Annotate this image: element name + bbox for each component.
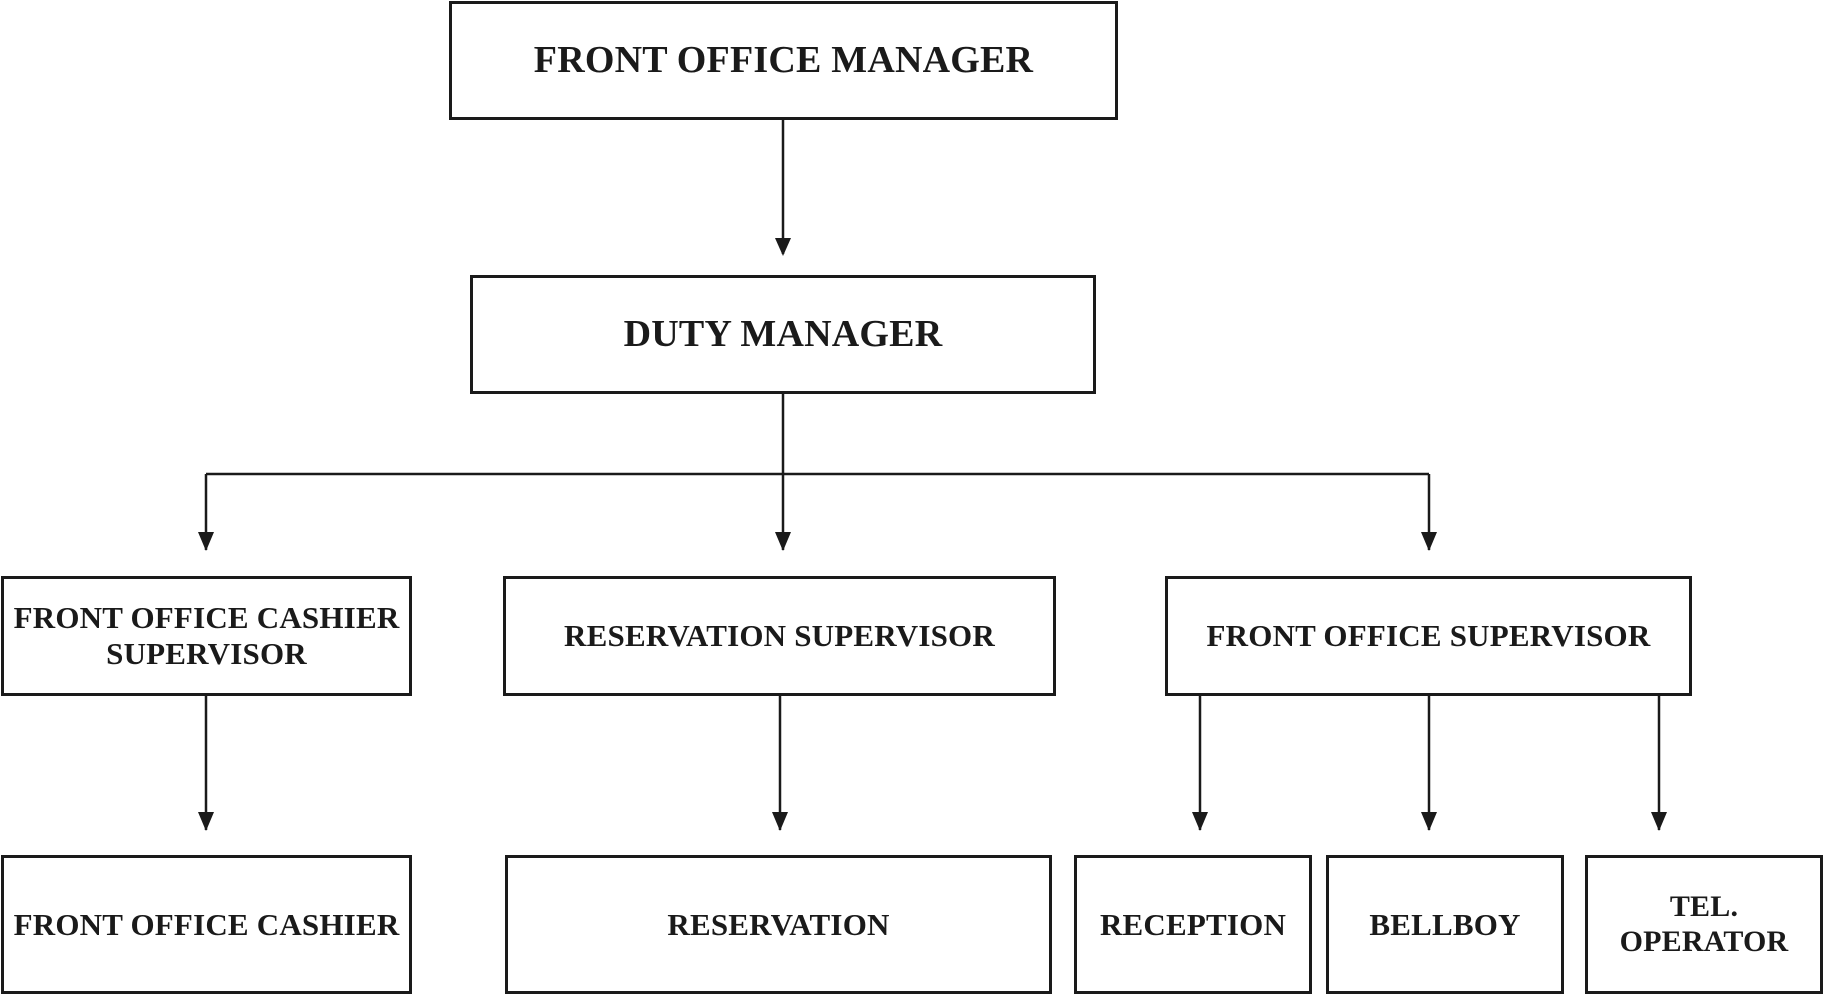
node-front-office-cashier-supervisor: FRONT OFFICE CASHIER SUPERVISOR [1, 576, 412, 696]
arrowhead [198, 812, 214, 831]
node-front-office-supervisor: FRONT OFFICE SUPERVISOR [1165, 576, 1692, 696]
arrowhead [775, 532, 791, 551]
arrowhead [772, 812, 788, 831]
arrowhead [775, 238, 791, 256]
node-front-office-manager: FRONT OFFICE MANAGER [449, 1, 1118, 120]
node-tel-operator: TEL. OPERATOR [1585, 855, 1823, 994]
arrowhead [1651, 812, 1667, 831]
arrowhead [1192, 812, 1208, 831]
node-front-office-cashier: FRONT OFFICE CASHIER [1, 855, 412, 994]
node-reservation-supervisor: RESERVATION SUPERVISOR [503, 576, 1056, 696]
node-bellboy: BELLBOY [1326, 855, 1564, 994]
arrowhead [1421, 812, 1437, 831]
node-reception: RECEPTION [1074, 855, 1312, 994]
arrowhead [1421, 532, 1437, 551]
node-duty-manager: DUTY MANAGER [470, 275, 1096, 394]
node-reservation: RESERVATION [505, 855, 1052, 994]
arrowhead [198, 532, 214, 551]
